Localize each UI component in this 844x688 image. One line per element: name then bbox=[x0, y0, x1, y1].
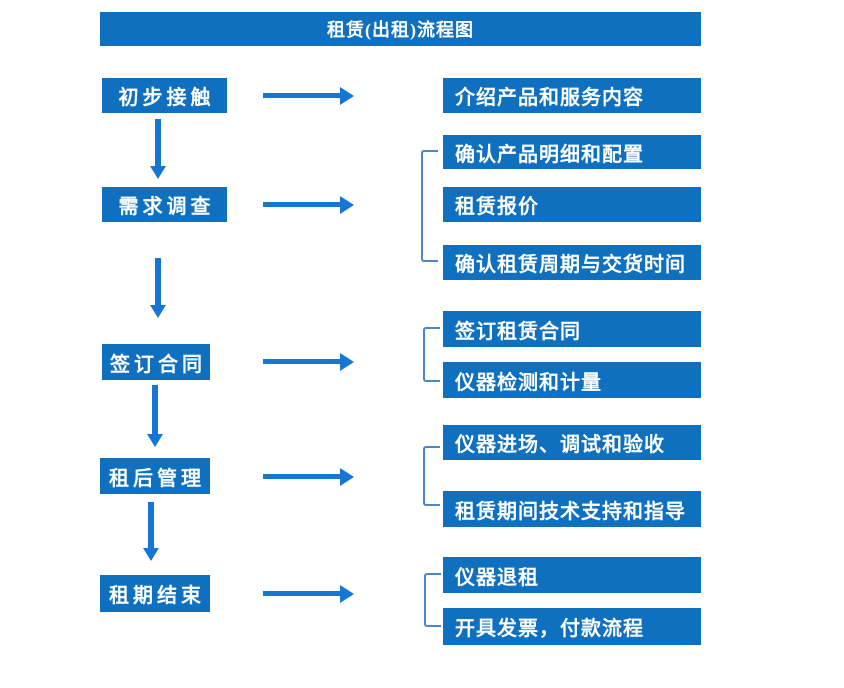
flowchart-title: 租赁(出租)流程图 bbox=[100, 12, 701, 46]
down-arrow-icon bbox=[147, 385, 163, 447]
right-arrow-icon bbox=[263, 86, 354, 105]
output-box-confirm-rental-period: 确认租赁周期与交货时间 bbox=[443, 245, 701, 280]
down-arrow-icon bbox=[150, 119, 166, 179]
stage-box-initial-contact: 初步接触 bbox=[102, 78, 227, 113]
stage-box-demand-survey: 需求调查 bbox=[102, 187, 227, 222]
stage-box-post-rental-management: 租后管理 bbox=[100, 458, 210, 494]
output-box-invoice-payment: 开具发票，付款流程 bbox=[443, 608, 701, 645]
group-bracket bbox=[423, 446, 440, 506]
stage-box-rental-end: 租期结束 bbox=[100, 575, 210, 612]
down-arrow-icon bbox=[143, 502, 159, 561]
group-bracket bbox=[424, 573, 441, 627]
output-box-instrument-testing: 仪器检测和计量 bbox=[443, 362, 701, 398]
down-arrow-icon bbox=[150, 258, 166, 318]
right-arrow-icon bbox=[263, 195, 354, 214]
group-bracket bbox=[423, 327, 440, 382]
output-box-instrument-return: 仪器退租 bbox=[443, 557, 701, 593]
right-arrow-icon bbox=[263, 584, 354, 603]
output-box-introduce-products: 介绍产品和服务内容 bbox=[443, 78, 701, 113]
stage-box-sign-contract: 签订合同 bbox=[102, 344, 210, 380]
output-box-instrument-entry-acceptance: 仪器进场、调试和验收 bbox=[443, 425, 701, 460]
output-box-technical-support: 租赁期间技术支持和指导 bbox=[443, 491, 701, 527]
group-bracket bbox=[421, 150, 438, 262]
right-arrow-icon bbox=[263, 467, 354, 486]
output-box-confirm-product-details: 确认产品明细和配置 bbox=[443, 135, 701, 169]
right-arrow-icon bbox=[263, 352, 354, 371]
output-box-sign-rental-contract: 签订租赁合同 bbox=[443, 311, 701, 347]
output-box-rental-quotation: 租赁报价 bbox=[443, 187, 701, 222]
